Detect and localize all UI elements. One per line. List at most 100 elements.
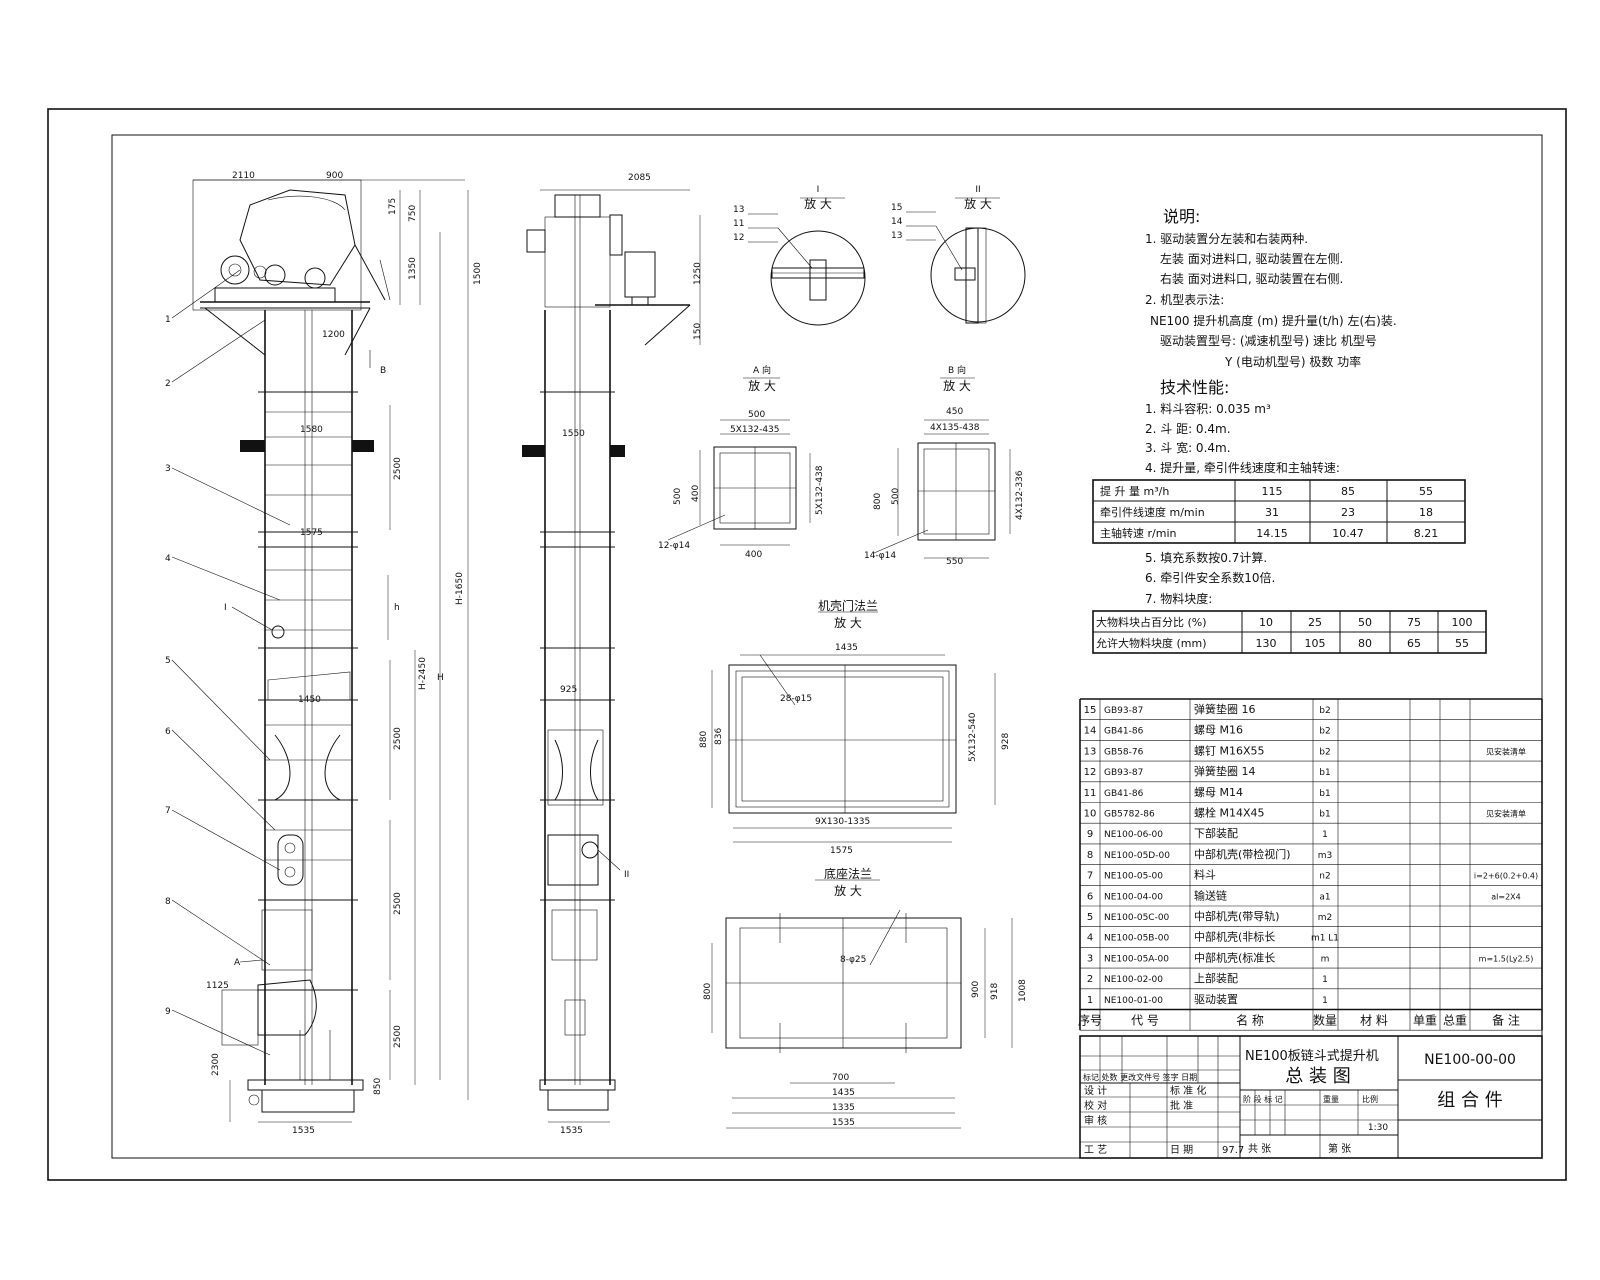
bom-cell-name: 螺母 M16 bbox=[1194, 724, 1243, 737]
balloon-7: 7 bbox=[165, 806, 171, 816]
bom-cell-code: NE100-04-00 bbox=[1104, 892, 1163, 902]
dim-text: 14-φ14 bbox=[864, 551, 896, 561]
detail-B-labels: B 向 放 大 450 4X135-438 500 800 4X132-336 … bbox=[864, 364, 1025, 567]
dim-text: 1350 bbox=[408, 257, 418, 280]
dim-text: 1335 bbox=[832, 1103, 855, 1113]
detail-base-flange-labels: 底座法兰 放 大 8-φ25 800 900 918 1008 700 1435… bbox=[703, 866, 1028, 1128]
front-view bbox=[171, 179, 469, 1123]
balloon-1: 1 bbox=[165, 315, 171, 325]
detail-mark: A 向 bbox=[753, 364, 771, 376]
bom-cell-note: m=1.5(Ly2.5) bbox=[1479, 954, 1534, 963]
detail-mark: B 向 bbox=[948, 364, 966, 376]
bom-cell-qty: m1 L1 bbox=[1311, 934, 1339, 944]
stage-label: 阶 段 标 记 bbox=[1243, 1094, 1283, 1104]
bom-cell-code: NE100-05C-00 bbox=[1104, 913, 1170, 923]
bom-cell-qty: b1 bbox=[1319, 768, 1330, 778]
dim-text: 1535 bbox=[292, 1126, 315, 1136]
dim-text: 175 bbox=[388, 198, 398, 215]
dim-text: 1500 bbox=[473, 262, 483, 285]
table-cell: 100 bbox=[1452, 616, 1473, 629]
table-cell: 提 升 量 m³/h bbox=[1100, 485, 1169, 498]
bom-cell-index: 5 bbox=[1087, 912, 1093, 923]
dim-text: 928 bbox=[1001, 733, 1011, 750]
outer-frame bbox=[47, 108, 1567, 1181]
bom-cell-index: 7 bbox=[1087, 871, 1093, 882]
bom-cell-qty: b1 bbox=[1319, 789, 1330, 799]
detail-label: 放 大 bbox=[943, 378, 971, 393]
bom-cell-name: 中部机壳(带检视门) bbox=[1194, 847, 1291, 861]
bom-header-cell: 数量 bbox=[1313, 1013, 1337, 1028]
bom-header-cell: 单重 bbox=[1413, 1014, 1437, 1028]
dim-text: H-2450 bbox=[418, 657, 428, 690]
dim-text: 550 bbox=[946, 557, 963, 567]
bom-cell-note: 见安装清单 bbox=[1486, 809, 1526, 819]
bom-cell-code: NE100-05A-00 bbox=[1104, 954, 1169, 964]
part-no: 12 bbox=[733, 233, 744, 243]
bom-cell-qty: 1 bbox=[1322, 830, 1328, 840]
dim-text: 1125 bbox=[206, 981, 229, 991]
note-line: Y (电动机型号) 极数 功率 bbox=[1224, 354, 1361, 369]
bom-cell-name: 下部装配 bbox=[1194, 826, 1238, 840]
part-no: 14 bbox=[891, 217, 903, 227]
table-cell: 大物料块占百分比 (%) bbox=[1096, 615, 1207, 629]
table-cell: 14.15 bbox=[1256, 527, 1288, 540]
dim-text: 4X135-438 bbox=[930, 423, 980, 433]
bom-cell-qty: a1 bbox=[1319, 892, 1330, 902]
approver-label: 审 核 bbox=[1084, 1114, 1107, 1127]
table-cell: 55 bbox=[1455, 637, 1469, 650]
dim-text: 1250 bbox=[693, 262, 703, 285]
tech-line: 3. 斗 宽: 0.4m. bbox=[1145, 440, 1231, 455]
bom-cell-index: 9 bbox=[1087, 829, 1093, 840]
dim-text: h bbox=[394, 603, 400, 613]
part-no: 15 bbox=[891, 203, 902, 213]
dim-text: 1575 bbox=[830, 846, 853, 856]
dim-text: 8-φ25 bbox=[840, 955, 866, 965]
dim-text: 1200 bbox=[322, 330, 345, 340]
bom-cell-index: 1 bbox=[1087, 995, 1093, 1006]
dim-text: 1435 bbox=[832, 1088, 855, 1098]
bom-header-cell: 代 号 bbox=[1131, 1014, 1159, 1028]
dim-text: 918 bbox=[990, 983, 1000, 1000]
detail-base-flange bbox=[711, 879, 1013, 1129]
notes: 说明: 1. 驱动装置分左装和右装两种. 左装 面对进料口, 驱动装置在左侧. … bbox=[1145, 207, 1397, 606]
balloon-8: 8 bbox=[165, 897, 171, 907]
dim-text: 500 bbox=[748, 410, 765, 420]
bom-cell-code: NE100-01-00 bbox=[1104, 996, 1163, 1006]
bom-cell-note: 见安装清单 bbox=[1486, 746, 1526, 756]
scale-label: 比例 bbox=[1362, 1094, 1378, 1104]
bom-header-cell: 材 料 bbox=[1360, 1014, 1388, 1028]
dim-text: 5X132-438 bbox=[815, 465, 825, 515]
table-cell: 23 bbox=[1341, 506, 1355, 519]
dim-text: 1535 bbox=[560, 1126, 583, 1136]
dim-text: 150 bbox=[693, 323, 703, 340]
dim-text: 800 bbox=[873, 493, 883, 510]
note-line: 1. 驱动装置分左装和右装两种. bbox=[1145, 231, 1308, 246]
table-cell: 80 bbox=[1358, 637, 1372, 650]
dim-text: 2300 bbox=[211, 1053, 221, 1076]
tech-line: 4. 提升量, 牵引件线速度和主轴转速: bbox=[1145, 460, 1340, 475]
detail-mark: I bbox=[817, 185, 820, 195]
bom-cell-index: 3 bbox=[1087, 953, 1093, 964]
table-cell: 10.47 bbox=[1332, 527, 1364, 540]
bom-cell-qty: n2 bbox=[1319, 872, 1330, 882]
detail-label: 放 大 bbox=[964, 196, 992, 211]
detail-II bbox=[906, 197, 1026, 324]
dim-text: 1535 bbox=[832, 1118, 855, 1128]
weight-label: 重量 bbox=[1323, 1094, 1339, 1104]
bom-cell-code: GB58-76 bbox=[1104, 747, 1144, 757]
part-no: 11 bbox=[733, 219, 744, 229]
drawing-category: 组 合 件 bbox=[1437, 1090, 1502, 1111]
part-no: 13 bbox=[891, 231, 902, 241]
dim-text: 450 bbox=[946, 407, 963, 417]
note-line: NE100 提升机高度 (m) 提升量(t/h) 左(右)装. bbox=[1150, 313, 1397, 328]
balloon-6: 6 bbox=[165, 727, 171, 737]
detail-mark: II bbox=[975, 185, 980, 195]
dim-text: 500 bbox=[673, 488, 683, 505]
sheet-number: 第 张 bbox=[1328, 1142, 1351, 1155]
part-no: 13 bbox=[733, 205, 744, 215]
bom-cell-name: 螺栓 M14X45 bbox=[1194, 806, 1265, 820]
tech-line: 2. 斗 距: 0.4m. bbox=[1145, 422, 1231, 436]
dim-text: 850 bbox=[373, 1078, 383, 1095]
table-cell: 130 bbox=[1256, 637, 1277, 650]
bom-cell-qty: b2 bbox=[1319, 727, 1330, 737]
